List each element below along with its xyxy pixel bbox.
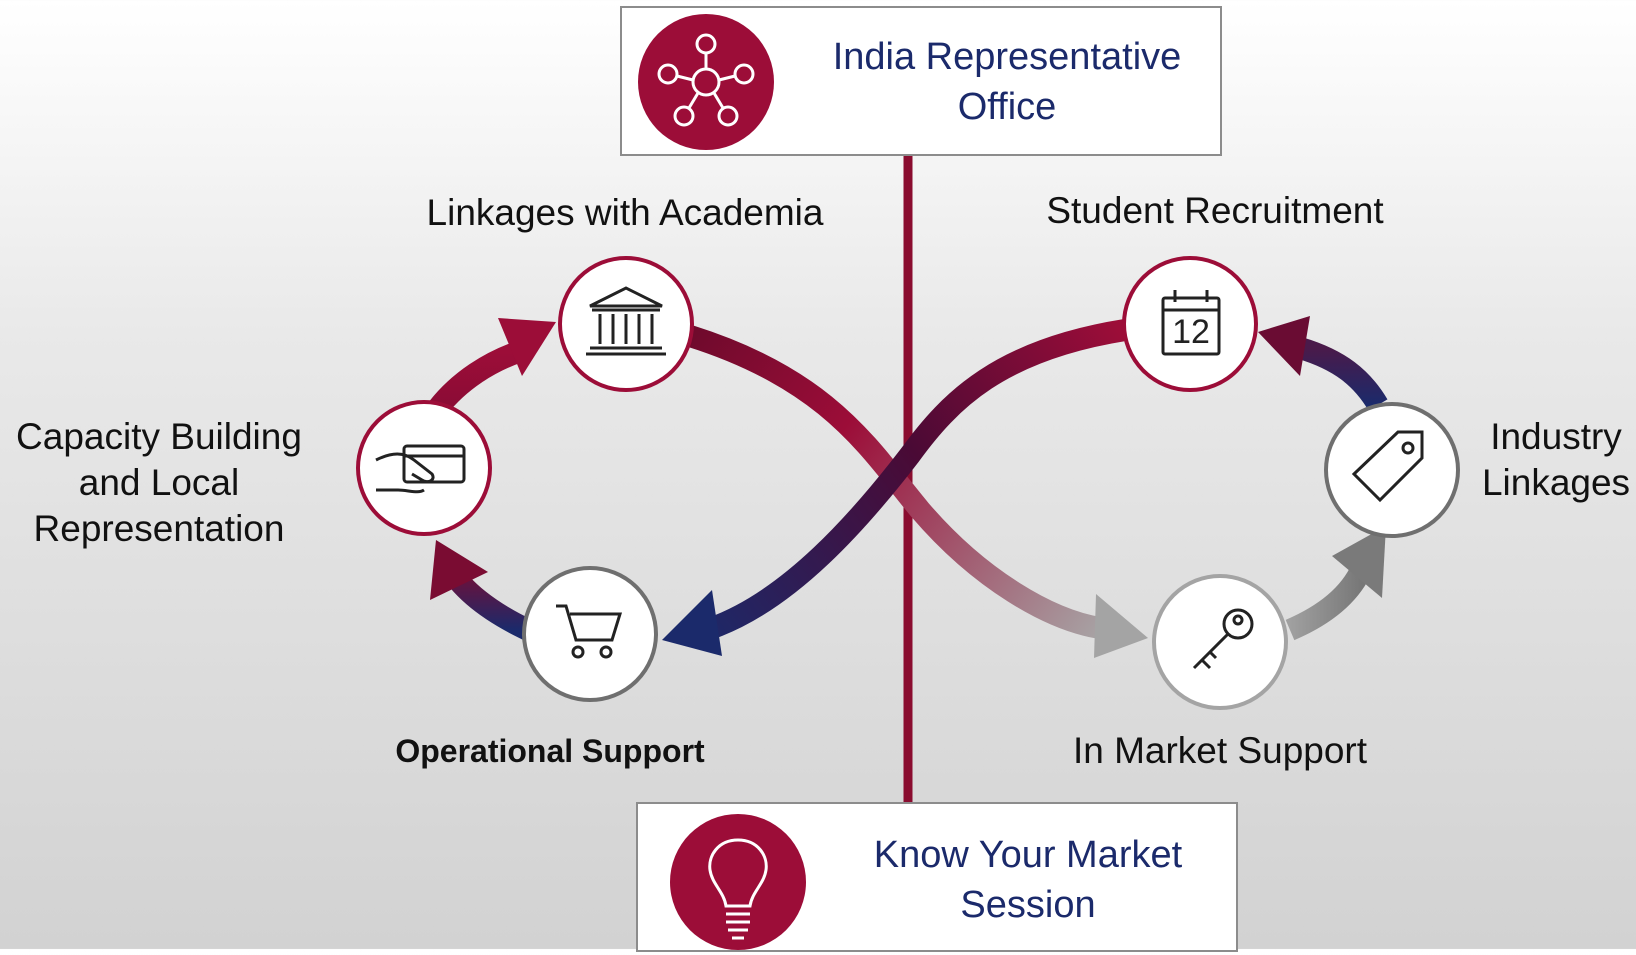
lightbulb-badge [670, 814, 806, 950]
node-capacity-building [356, 400, 492, 536]
arrowhead-capacity [430, 540, 488, 600]
label-capacity-building-line2: and Local [78, 462, 240, 503]
label-linkages-academia: Linkages with Academia [426, 192, 824, 233]
shopping-cart-icon [556, 604, 623, 659]
label-in-market-support: In Market Support [1072, 730, 1368, 771]
footer-title-line1: Know Your Market [873, 834, 1183, 876]
footer-box: Know Your Market Session [636, 802, 1238, 952]
arrowhead-operational [662, 590, 722, 656]
arrowhead-recruitment [1258, 316, 1310, 376]
arrowhead-academia [498, 318, 556, 376]
header-title: India Representative Office [812, 32, 1202, 132]
header-title-line2: Office [957, 86, 1057, 128]
label-capacity-building-line1: Capacity Building [16, 416, 302, 457]
flow-arrow-industry-to-recruitment [1296, 337, 1388, 411]
node-industry-linkages [1324, 402, 1460, 538]
calendar-icon [1161, 290, 1221, 356]
node-operational-support [522, 566, 658, 702]
arrowhead-industry [1332, 526, 1386, 598]
network-hub-icon [657, 33, 755, 127]
label-industry-linkages-line1: Industry [1490, 416, 1622, 457]
key-icon [1192, 608, 1254, 670]
label-capacity-building-line3: Representation [33, 508, 285, 549]
calendar-day: 12 [1172, 313, 1210, 351]
footer-title: Know Your Market Session [838, 830, 1218, 930]
arrowhead-in-market [1094, 594, 1148, 658]
label-industry-linkages: Industry Linkages [1476, 414, 1636, 506]
label-industry-linkages-line2: Linkages [1481, 462, 1631, 503]
flow-arrow-recruitment-to-operational [708, 319, 1127, 639]
node-linkages-academia [558, 256, 694, 392]
node-in-market-support [1152, 574, 1288, 710]
hand-card-icon [375, 444, 466, 494]
label-student-recruitment: Student Recruitment [1046, 190, 1384, 231]
lightbulb-icon [708, 838, 768, 940]
header-box: India Representative Office [620, 6, 1222, 156]
flow-arrow-academia-to-in-market [686, 325, 1102, 639]
flow-arrow-in-market-to-industry [1285, 563, 1373, 641]
label-capacity-building: Capacity Building and Local Representati… [0, 414, 318, 552]
network-hub-badge [638, 14, 774, 150]
price-tag-icon [1351, 430, 1424, 503]
label-operational-support: Operational Support [395, 733, 705, 769]
footer-title-line2: Session [960, 884, 1096, 926]
flow-arrow-capacity-to-academia [429, 341, 522, 415]
node-student-recruitment [1122, 256, 1258, 392]
university-building-icon [586, 286, 666, 356]
header-title-line1: India Representative [832, 36, 1182, 78]
